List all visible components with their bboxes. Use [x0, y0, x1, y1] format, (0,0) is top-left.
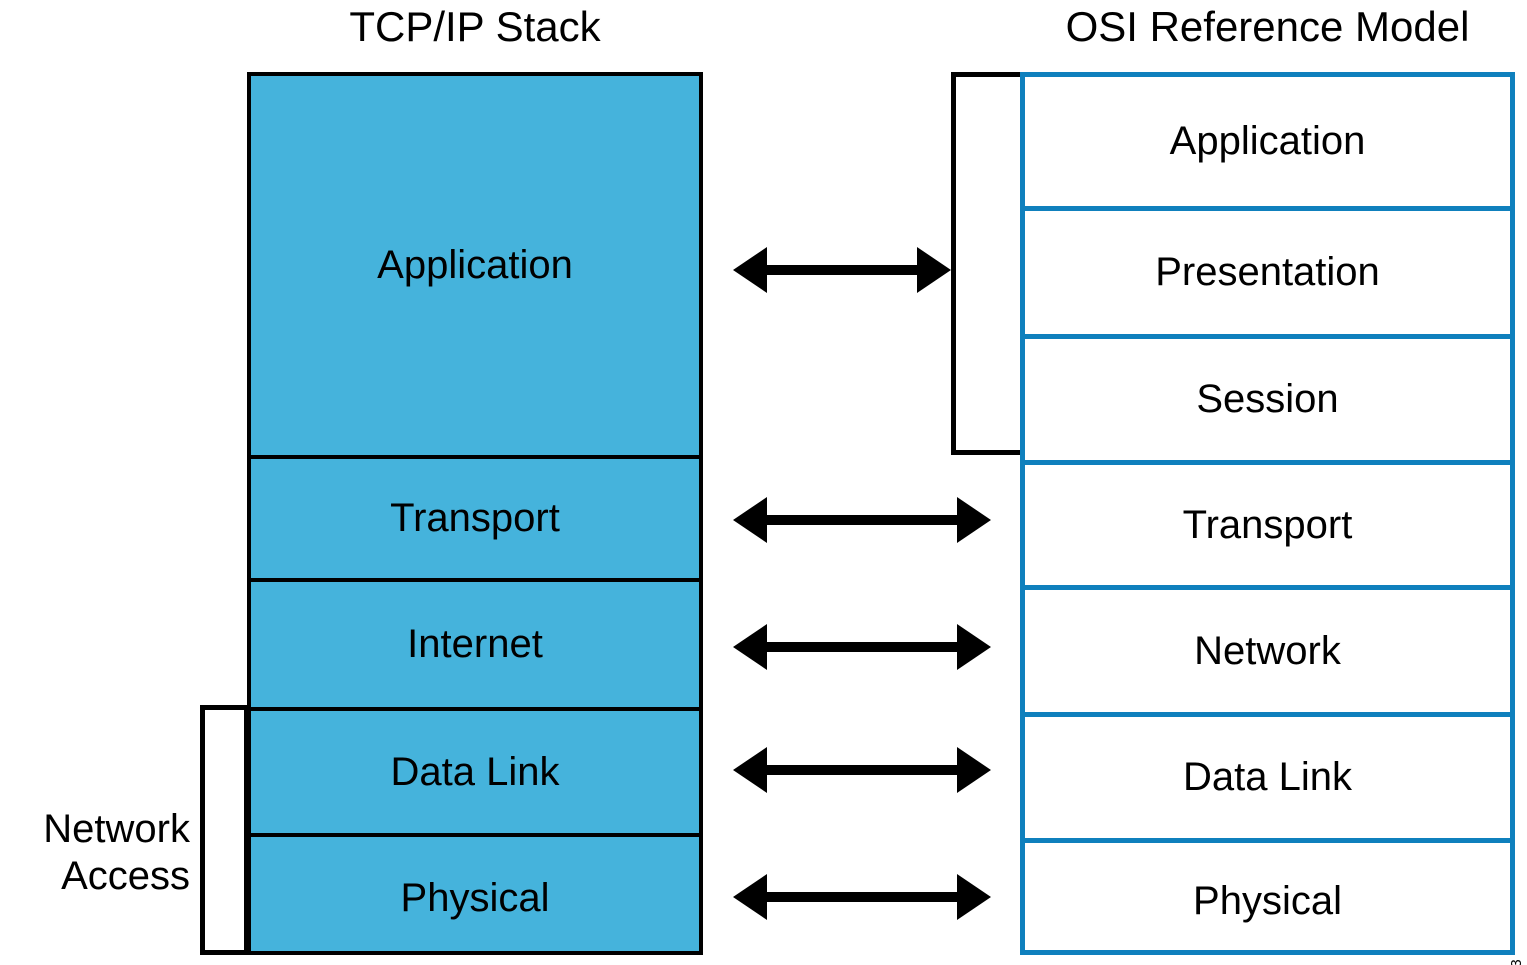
figure-code-label: 301P_963: [1508, 959, 1525, 965]
osi-layer-network: Network: [1025, 585, 1510, 712]
tcpip-layer-label: Data Link: [390, 749, 560, 794]
osi-model-title: OSI Reference Model: [1065, 3, 1470, 50]
osi-stack: Application Presentation Session Transpo…: [1020, 72, 1515, 955]
internet-network-mapping-arrow: [733, 624, 991, 670]
osi-layer-application: Application: [1025, 77, 1510, 206]
network-access-label: Network Access: [0, 806, 190, 900]
tcpip-layer-data-link: Data Link: [251, 707, 699, 833]
osi-layer-label: Data Link: [1183, 755, 1352, 799]
physical-mapping-arrow: [733, 874, 991, 920]
tcpip-layer-label: Internet: [407, 622, 543, 666]
tcpip-layer-label: Application: [377, 243, 573, 287]
network-access-bracket: [200, 705, 249, 955]
osi-layer-session: Session: [1025, 334, 1510, 460]
osi-layer-data-link: Data Link: [1025, 712, 1510, 838]
tcpip-stack: Application Transport Internet Data Link…: [247, 72, 703, 955]
osi-upper-layers-bracket: [951, 72, 1023, 455]
network-access-label-line-2: Access: [61, 854, 190, 898]
tcpip-layer-label: Physical: [400, 875, 550, 920]
application-mapping-arrow: [733, 247, 951, 293]
network-access-label-line-1: Network: [43, 807, 190, 851]
osi-layer-presentation: Presentation: [1025, 206, 1510, 334]
tcpip-layer-physical: Physical: [251, 833, 699, 959]
tcpip-layer-transport: Transport: [251, 455, 699, 578]
osi-layer-label: Application: [1169, 119, 1366, 163]
tcpip-layer-label: Transport: [390, 496, 560, 540]
osi-layer-label: Transport: [1182, 502, 1353, 547]
tcpip-layer-internet: Internet: [251, 578, 699, 707]
osi-layer-label: Session: [1196, 377, 1339, 421]
osi-layer-physical: Physical: [1025, 838, 1510, 960]
transport-mapping-arrow: [733, 497, 991, 543]
datalink-mapping-arrow: [733, 747, 991, 793]
osi-layer-label: Physical: [1193, 879, 1342, 923]
tcpip-stack-title: TCP/IP Stack: [349, 3, 601, 50]
osi-layer-label: Network: [1194, 628, 1341, 673]
osi-layer-transport: Transport: [1025, 460, 1510, 585]
tcpip-layer-application: Application: [251, 76, 699, 455]
osi-layer-label: Presentation: [1155, 250, 1380, 294]
